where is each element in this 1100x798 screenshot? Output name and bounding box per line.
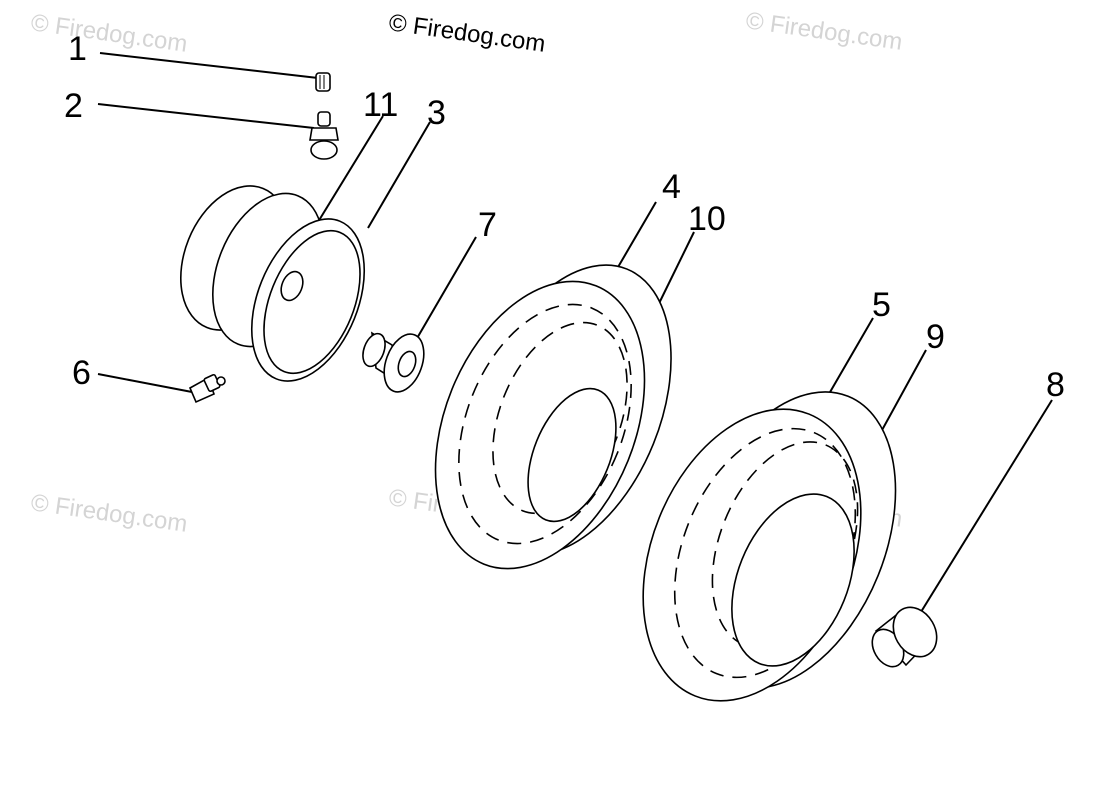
flanged-bushing-icon	[362, 331, 425, 393]
leader-line-6	[97, 373, 193, 393]
watermark-top-left: © Firedog.com	[29, 9, 189, 58]
callout-6: 6	[72, 354, 91, 392]
callout-11: 11	[363, 86, 398, 124]
leader-line-1	[99, 52, 319, 79]
callout-3: 3	[427, 94, 446, 132]
callout-10: 10	[688, 200, 726, 238]
valve-cap-icon	[315, 72, 331, 92]
valve-stem-icon	[309, 111, 339, 160]
callout-5: 5	[872, 286, 891, 324]
leader-line-11	[317, 115, 384, 223]
copyright-text: © Firedog.com	[387, 9, 547, 58]
bushing-icon	[871, 606, 938, 668]
leader-line-2	[97, 103, 315, 129]
callout-labels: 1 2 11 3 4 10 7 5 9 6 8	[64, 30, 1065, 404]
grease-fitting-icon	[188, 373, 226, 404]
leader-line-8	[915, 399, 1053, 621]
watermark-top-right: © Firedog.com	[744, 7, 904, 56]
callout-1: 1	[68, 30, 87, 68]
watermark-bottom-left: © Firedog.com	[29, 489, 189, 538]
callout-2: 2	[64, 87, 83, 125]
wheel-rim-icon	[179, 185, 366, 382]
front-tire-icon	[434, 264, 672, 570]
callout-8: 8	[1046, 366, 1065, 404]
callout-7: 7	[478, 206, 497, 244]
rear-tire-icon	[642, 391, 897, 702]
callout-9: 9	[926, 318, 945, 356]
leader-line-3	[367, 121, 431, 229]
leader-line-7	[415, 236, 477, 341]
callout-4: 4	[662, 168, 681, 206]
